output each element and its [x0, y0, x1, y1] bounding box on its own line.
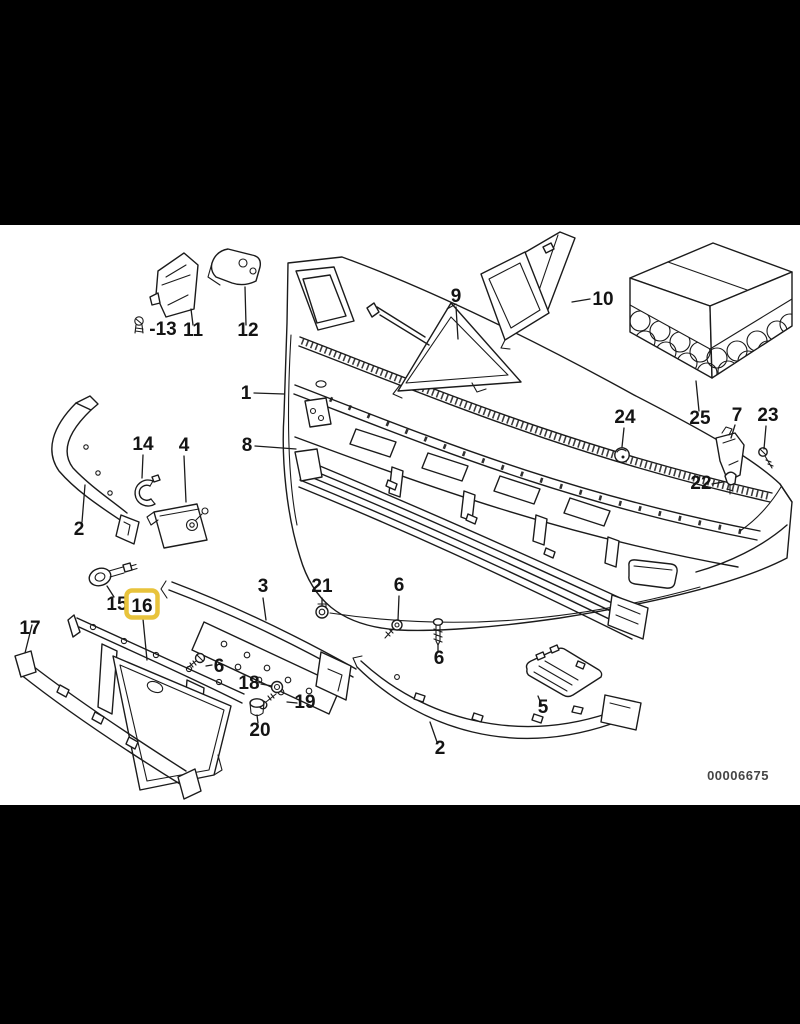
part-4-bracket-drawing — [146, 503, 209, 549]
part-25-parts-kit-box-drawing — [629, 242, 793, 379]
callout-22[interactable]: 22 — [690, 473, 711, 494]
callout-labels: -13 11 12 9 10 25 7 23 24 22 1 8 2 14 4 … — [19, 286, 778, 759]
part-2-left-molding-drawing — [51, 395, 140, 545]
part-17-lower-strip-drawing — [14, 650, 202, 800]
callout-24[interactable]: 24 — [614, 407, 636, 428]
parts-diagram-canvas: -13 11 12 9 10 25 7 23 24 22 1 8 2 14 4 … — [0, 225, 800, 805]
callout-7[interactable]: 7 — [732, 405, 743, 426]
callout-12[interactable]: 12 — [237, 320, 258, 341]
leader-lines — [24, 286, 767, 743]
leader-line-17-dimmed — [24, 624, 33, 654]
part-6-screw-left-drawing — [186, 652, 206, 669]
callout-14[interactable]: 14 — [132, 434, 154, 455]
part-10-air-duct-drawing — [480, 231, 576, 350]
callout-18[interactable]: 18 — [238, 673, 259, 694]
part-15-towing-eye-drawing — [88, 562, 138, 587]
part-1-front-bumper-drawing — [282, 256, 793, 632]
callout-5[interactable]: 5 — [538, 697, 549, 718]
callout-3[interactable]: 3 — [258, 576, 269, 597]
callout-2-left[interactable]: 2 — [74, 519, 85, 540]
part-22-clip-drawing — [724, 471, 737, 495]
part-6-screw-right-drawing — [432, 618, 444, 646]
part-8-grille-strip-drawing — [294, 448, 649, 640]
part-21-clip-drawing — [315, 603, 329, 619]
part-9-support-frame-drawing — [366, 302, 522, 399]
callout-16[interactable]: 16 — [131, 596, 152, 617]
part-7-bracket-drawing — [715, 426, 745, 482]
callout-25[interactable]: 25 — [689, 408, 711, 429]
callout-8[interactable]: 8 — [242, 435, 253, 456]
callout-21[interactable]: 21 — [311, 576, 333, 597]
part-23-screw-drawing — [758, 447, 774, 469]
part-12-bracket-drawing — [207, 248, 262, 286]
callout-10[interactable]: 10 — [592, 289, 613, 310]
callout-6-left[interactable]: 6 — [214, 656, 225, 677]
part-3-plate-carrier-drawing — [160, 580, 357, 715]
callout-6-right[interactable]: 6 — [434, 648, 445, 669]
callout-9[interactable]: 9 — [451, 286, 462, 307]
callout-6-mid[interactable]: 6 — [394, 575, 405, 596]
callout-19[interactable]: 19 — [294, 692, 315, 713]
callout-11[interactable]: 11 — [183, 320, 204, 341]
part-13-clip-icon — [134, 316, 144, 334]
highlight-box — [124, 588, 160, 620]
part-5-cover-drawing — [525, 644, 603, 698]
callout-1[interactable]: 1 — [241, 383, 252, 404]
callout-23[interactable]: 23 — [757, 405, 778, 426]
document-number: 00006675 — [707, 768, 769, 783]
callout-20[interactable]: 20 — [249, 720, 270, 741]
part-20-grommet-drawing — [249, 698, 265, 717]
callout-2-right[interactable]: 2 — [435, 738, 446, 759]
callout-17-dimmed[interactable]: 17 — [19, 618, 40, 639]
callout-16-highlighted[interactable]: 16 — [124, 588, 160, 620]
part-24-grommet-drawing — [614, 447, 630, 463]
part-11-bracket-drawing — [149, 252, 199, 318]
callout-13[interactable]: -13 — [149, 319, 176, 340]
part-18-washer-drawing — [270, 680, 284, 694]
callout-4[interactable]: 4 — [179, 435, 190, 456]
part-14-hook-drawing — [134, 474, 161, 507]
part-2-right-molding-drawing — [352, 655, 642, 739]
exploded-parts-diagram: -13 11 12 9 10 25 7 23 24 22 1 8 2 14 4 … — [14, 231, 793, 800]
part-6-screw-mid-drawing — [384, 619, 403, 639]
callout-15[interactable]: 15 — [106, 594, 128, 615]
part-16-license-plate-base-drawing — [67, 614, 245, 791]
